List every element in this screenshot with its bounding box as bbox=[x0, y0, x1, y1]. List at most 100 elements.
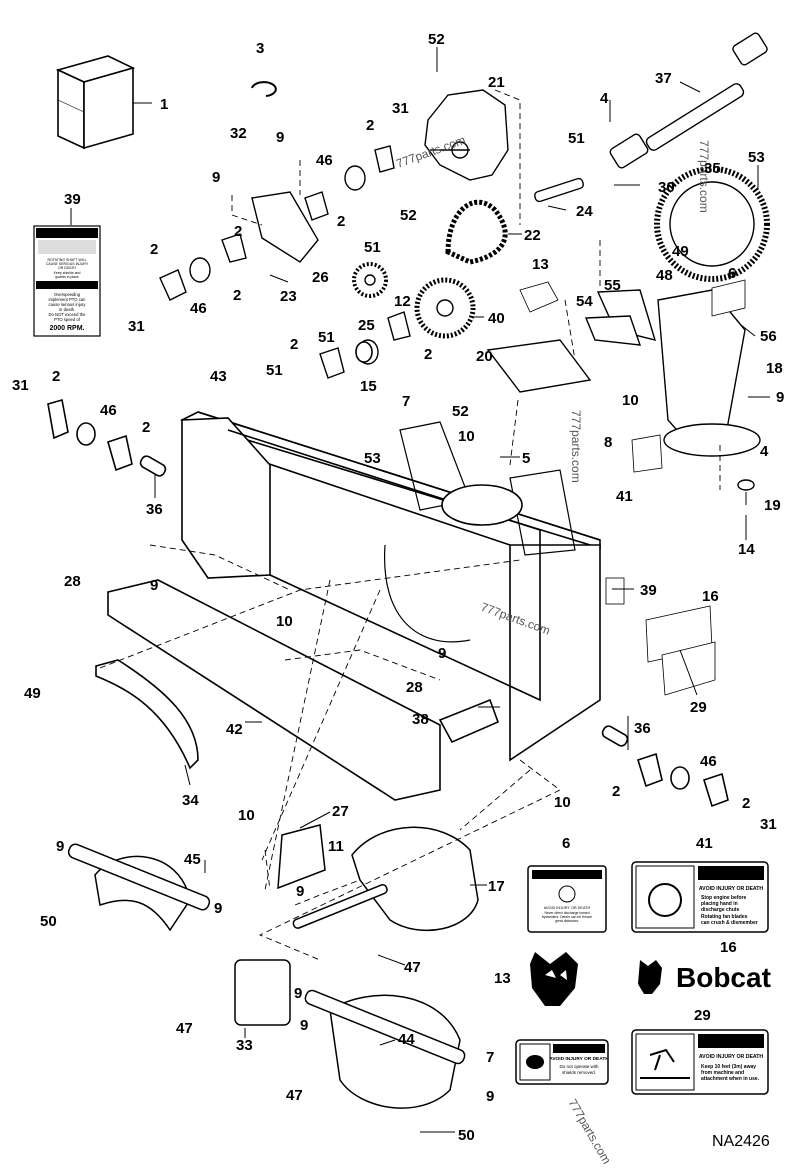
callout-50b: 50 bbox=[458, 1127, 475, 1144]
callout-2j: 2 bbox=[612, 783, 620, 800]
decal-29-b2: from machine and bbox=[701, 1070, 744, 1076]
callout-10d: 10 bbox=[554, 794, 571, 811]
callout-36b: 36 bbox=[634, 720, 651, 737]
decal-16-brand: Bobcat bbox=[676, 962, 771, 993]
callout-54: 54 bbox=[576, 293, 593, 310]
decal-29-title: AVOID INJURY OR DEATH bbox=[699, 1054, 764, 1060]
watermark-5: 777parts.com bbox=[565, 1097, 613, 1167]
callout-2c: 2 bbox=[150, 241, 158, 258]
decal-13-bobcat-head bbox=[530, 952, 578, 1006]
decal-41-b5: can crush & dismember bbox=[701, 920, 758, 926]
callout-42: 42 bbox=[226, 721, 243, 738]
callout-11: 11 bbox=[328, 838, 344, 855]
callout-51: 51 bbox=[568, 130, 585, 147]
decal-16-bobcat-logo: Bobcat bbox=[638, 960, 771, 994]
callout-29: 29 bbox=[690, 699, 707, 716]
callout-9i: 9 bbox=[294, 985, 302, 1002]
callout-5: 5 bbox=[522, 450, 530, 467]
callout-9c: 9 bbox=[776, 389, 784, 406]
callout-10: 10 bbox=[622, 392, 639, 409]
callout-27: 27 bbox=[332, 803, 349, 820]
decal-41-header: DANGER bbox=[709, 869, 753, 880]
main-housing bbox=[47, 341, 729, 808]
callout-41b: 41 bbox=[696, 835, 713, 852]
callout-33: 33 bbox=[236, 1037, 253, 1054]
decal-39-placard: DANGER ROTATING SHAFT WILL CAUSE SERIOUS… bbox=[33, 225, 101, 337]
dashed-assembly-lines bbox=[99, 89, 721, 961]
decal-39-line-4: Keep shields and bbox=[54, 271, 81, 275]
watermark-3: 777parts.com bbox=[569, 410, 583, 483]
callout-46c: 46 bbox=[100, 402, 117, 419]
decal-41-b1: Stop engine before bbox=[701, 895, 747, 901]
callout-2e: 2 bbox=[233, 287, 241, 304]
decal-39-line-1: ROTATING SHAFT WILL bbox=[47, 258, 86, 262]
callout-26: 26 bbox=[312, 269, 329, 286]
decal-6-detail: WARNING AVOID INJURY OR DEATH Never dire… bbox=[527, 865, 607, 933]
callout-28: 28 bbox=[64, 573, 81, 590]
callout-36: 36 bbox=[146, 501, 163, 518]
decal-39-w-5: Do NOT exceed the bbox=[49, 312, 87, 317]
callout-31c: 31 bbox=[12, 377, 29, 394]
decal-7-line-2: shields removed. bbox=[562, 1070, 596, 1075]
decal-7-header: WARNING bbox=[562, 1047, 596, 1054]
callout-50: 50 bbox=[40, 913, 57, 930]
callout-32: 32 bbox=[230, 125, 247, 142]
callout-49: 49 bbox=[672, 243, 689, 260]
decal-39-w-2: implement PTO can bbox=[49, 297, 87, 302]
drawing-code: NA2426 bbox=[712, 1133, 770, 1150]
callout-2i: 2 bbox=[142, 419, 150, 436]
callout-31: 31 bbox=[392, 100, 409, 117]
callout-52c: 52 bbox=[452, 403, 469, 420]
callout-45: 45 bbox=[184, 851, 201, 868]
callout-17: 17 bbox=[488, 878, 505, 895]
callout-25: 25 bbox=[358, 317, 375, 334]
decal-39-line-3: OR DEATH bbox=[58, 266, 76, 270]
callout-28b: 28 bbox=[406, 679, 423, 696]
callout-15: 15 bbox=[360, 378, 377, 395]
callout-43: 43 bbox=[210, 368, 227, 385]
callout-21: 21 bbox=[488, 74, 505, 91]
callout-53: 53 bbox=[748, 149, 765, 166]
callout-44: 44 bbox=[398, 1031, 415, 1048]
callout-7b: 7 bbox=[486, 1049, 494, 1066]
upper-drive-parts bbox=[159, 32, 770, 491]
callout-9k: 9 bbox=[486, 1088, 494, 1105]
callout-14: 14 bbox=[738, 541, 755, 558]
callout-9e: 9 bbox=[438, 645, 446, 662]
decal-6-line-1: AVOID INJURY OR DEATH bbox=[544, 906, 591, 910]
decal-29-header: DANGER bbox=[709, 1037, 753, 1048]
callout-52: 52 bbox=[428, 31, 445, 48]
callout-39: 39 bbox=[64, 191, 81, 208]
callout-4: 4 bbox=[600, 90, 609, 107]
callout-31d: 31 bbox=[760, 816, 777, 833]
callout-16: 16 bbox=[702, 588, 719, 605]
callout-40: 40 bbox=[488, 310, 505, 327]
callout-47c: 47 bbox=[286, 1087, 303, 1104]
callout-51c: 51 bbox=[318, 329, 335, 346]
callout-9f: 9 bbox=[56, 838, 64, 855]
decal-7-title: AVOID INJURY OR DEATH bbox=[549, 1056, 609, 1062]
callout-37: 37 bbox=[655, 70, 672, 87]
decal-41-b2: placing hand in bbox=[701, 901, 738, 907]
callout-2k: 2 bbox=[742, 795, 750, 812]
callout-39b: 39 bbox=[640, 582, 657, 599]
decal-29-b3: attachment when in use. bbox=[701, 1076, 760, 1082]
callout-48: 48 bbox=[656, 267, 673, 284]
decal-41-b4: Rotating fan blades bbox=[701, 914, 748, 920]
decal-6-header: WARNING bbox=[550, 873, 584, 880]
callout-2b: 2 bbox=[337, 213, 345, 230]
callout-2d: 2 bbox=[234, 223, 242, 240]
decal-39-header: DANGER bbox=[52, 231, 82, 238]
decal-39-w-6: PTO speed of bbox=[54, 317, 81, 322]
callout-2h: 2 bbox=[52, 368, 60, 385]
carton-illustration bbox=[55, 55, 136, 150]
decal-39-line-5: guards in place bbox=[55, 275, 79, 279]
decal-7-line-1: Do not operate with bbox=[559, 1064, 599, 1069]
callout-51b: 51 bbox=[364, 239, 381, 256]
callout-1: 1 bbox=[160, 96, 168, 113]
callout-3: 3 bbox=[256, 40, 264, 57]
decal-39-header-2: WARNING bbox=[53, 284, 82, 290]
callout-2f: 2 bbox=[290, 336, 298, 353]
callout-9g: 9 bbox=[296, 883, 304, 900]
